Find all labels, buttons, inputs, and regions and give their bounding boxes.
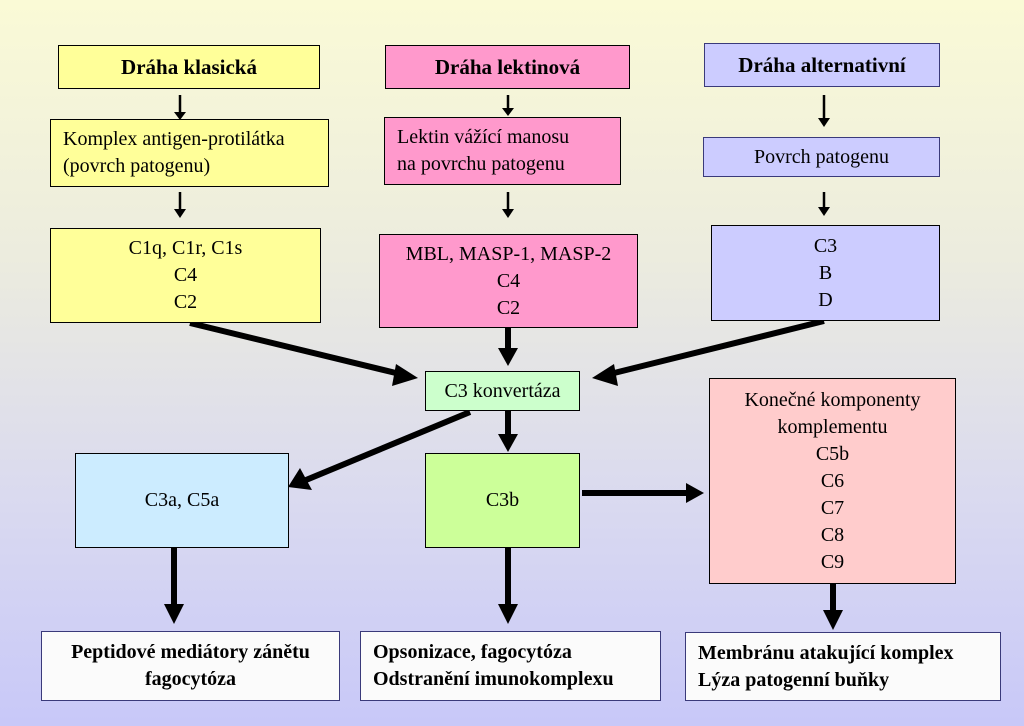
alternative-trigger: Povrch patogenu [703,137,940,177]
alternative-trigger-line-1: Povrch patogenu [754,145,889,168]
alternative-component-3: D [818,288,833,311]
lectin-component-1: MBL, MASP-1, MASP-2 [405,242,612,265]
classical-components: C1q, C1r, C1s C4 C2 [50,228,321,323]
classical-pathway-title: Dráha klasická [58,45,320,89]
small-arrows [174,95,830,218]
terminal-line-7: C9 [820,550,845,573]
opsonization-line-2: Odstranění imunokomplexu [373,668,614,690]
classical-component-1: C1q, C1r, C1s [128,237,243,259]
lectin-pathway-title: Dráha lektinová [385,45,630,89]
c3a-c5a-box: C3a, C5a [75,453,289,548]
terminal-line-1: Konečné komponenty [744,388,921,411]
terminal-line-3: C5b [815,442,850,465]
alternative-pathway-title: Dráha alternativní [704,43,940,87]
lectin-trigger-line-1: Lektin vážící manosu [397,126,570,148]
lectin-component-3: C2 [496,296,521,319]
terminal-line-2: komplementu [777,415,888,438]
mac-line-2: Lýza patogenní buňky [698,668,890,691]
lectin-trigger-line-2: na povrchu patogenu [397,153,565,175]
opsonization-outcome: Opsonizace, fagocytóza Odstranění imunok… [360,631,661,701]
alternative-component-2: B [818,261,833,284]
c3-convertase: C3 konvertáza [425,371,580,411]
terminal-line-4: C6 [820,469,845,492]
inflammation-line-2: fagocytóza [144,668,237,690]
mac-outcome: Membránu atakující komplex Lýza patogenn… [685,632,1001,701]
thick-arrows [164,318,843,630]
terminal-line-6: C8 [820,523,845,546]
classical-trigger: Komplex antigen-protilátka (povrch patog… [50,119,329,187]
alternative-component-1: C3 [813,234,838,257]
lectin-component-2: C4 [496,269,521,292]
lectin-components: MBL, MASP-1, MASP-2 C4 C2 [379,234,638,328]
classical-trigger-line-1: Komplex antigen-protilátka [63,128,285,150]
terminal-line-5: C7 [820,496,845,519]
opsonization-line-1: Opsonizace, fagocytóza [373,641,572,663]
classical-component-2: C4 [173,264,198,286]
alternative-components: C3 B D [711,225,940,321]
classical-component-3: C2 [173,291,198,313]
terminal-components: Konečné komponenty komplementu C5b C6 C7… [709,378,956,584]
lectin-trigger: Lektin vážící manosu na povrchu patogenu [384,117,621,185]
inflammation-outcome: Peptidové mediátory zánětu fagocytóza [41,631,340,701]
classical-trigger-line-2: (povrch patogenu) [63,155,211,177]
mac-line-1: Membránu atakující komplex [698,641,954,664]
c3b-box: C3b [425,453,580,548]
inflammation-line-1: Peptidové mediátory zánětu [71,641,310,663]
